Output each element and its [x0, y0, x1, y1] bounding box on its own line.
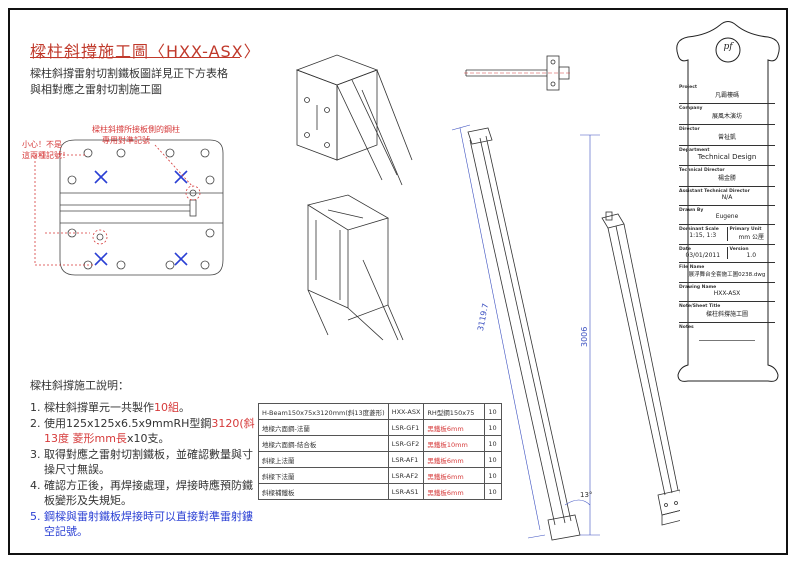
- table-row: 斜樑上法蘭 LSR-AF1 黑鐵板6mm 10: [258, 451, 503, 468]
- title-underline: [30, 57, 240, 58]
- title-block-scroll: [676, 21, 780, 382]
- iso-detail-top: [295, 54, 413, 186]
- beam-top-view: [464, 55, 572, 91]
- assistant-value: N/A: [721, 194, 733, 201]
- intro-line: 樑柱斜撐雷射切割鐵板圖詳見正下方表格: [30, 67, 228, 80]
- table-row: 地樑六面鋼-法蘭 LSR-GF1 黑鐵板6mm 10: [258, 419, 503, 436]
- director-value: 曾祉凱: [717, 134, 736, 141]
- drawing-frame: [8, 8, 788, 555]
- drawn-by-value: Eugene: [715, 213, 739, 220]
- department-value: Technical Design: [697, 153, 757, 161]
- warning-callout: 小心！不是 這兩種記號！: [22, 140, 70, 160]
- alignment-mark-callout: 樑柱斜撐所接板側的鋼柱 專用對準記號: [92, 125, 180, 145]
- date-value: 03/01/2011: [685, 252, 721, 259]
- note-item: 4.確認方正後，再焊接處理，焊接時應預防鐵板變形及失規矩。: [30, 479, 253, 507]
- note-item: 5.鋼樑與雷射鐵板焊接時可以直接對準雷射鏤空記號。: [30, 510, 253, 538]
- vert-length-dim: 3006: [580, 326, 589, 347]
- note-item: 3.取得對應之雷射切割鐵板，並確認數量與寸操尺寸無誤。: [30, 448, 253, 476]
- notes-heading: 樑柱斜撐施工說明：: [30, 379, 129, 392]
- drawing-title: 樑柱斜撐施工圖〈HXX-ASX〉: [30, 42, 261, 61]
- company-value: 展風木演坊: [711, 113, 742, 120]
- title-block: Project 凡霸樓碼 Company 展風木演坊 Director 曾祉凱 …: [679, 85, 775, 341]
- beam-isometric: [601, 211, 680, 526]
- tech-director-value: 楊金勝: [717, 175, 736, 182]
- table-row: 斜樑下法蘭 LSR-AF2 黑鐵板6mm 10: [258, 467, 503, 484]
- table-row: H-Beam150x75x3120mm(斜13度菱形) HXX-ASX RH型鋼…: [258, 403, 503, 420]
- parts-table: H-Beam150x75x3120mm(斜13度菱形) HXX-ASX RH型鋼…: [258, 403, 503, 500]
- intro-line: 與相對應之雷射切割施工圖: [30, 83, 162, 96]
- file-name-value: 展浮舞台全套施工圖0238.dwg: [688, 272, 766, 278]
- version-value: 1.0: [746, 252, 757, 259]
- drawing-name-value: HXX-ASX: [713, 290, 741, 297]
- table-row: 斜樑補鐵板 LSR-AS1 黑鐵板6mm 10: [258, 483, 503, 500]
- diagonal-beam-elevation: [451, 124, 600, 541]
- project-value: 凡霸樓碼: [714, 92, 739, 99]
- angle-dim: 13°: [580, 491, 593, 499]
- table-row: 地樑六面鋼-結合板 LSR-GF2 黑鐵板10mm 10: [258, 435, 503, 452]
- intro-text: 樑柱斜撐雷射切割鐵板圖詳見正下方表格 與相對應之雷射切割施工圖: [30, 66, 228, 98]
- note-item: 2.使用125x125x6.5x9mmRH型鋼3120(斜13度 菱形mm長x1…: [30, 417, 255, 445]
- sheet-title-value: 樑柱斜撐施工圖: [705, 311, 748, 318]
- company-logo: pf: [723, 42, 733, 52]
- note-item: 1.樑柱斜撐單元一共製作10組。: [30, 401, 190, 414]
- unit-value: mm 公厘: [738, 234, 765, 241]
- iso-detail-bottom: [306, 194, 404, 341]
- notes-list: 1.樑柱斜撐單元一共製作10組。 2.使用125x125x6.5x9mmRH型鋼…: [30, 400, 255, 540]
- plate-drawing: [34, 139, 224, 276]
- scale-value: 1:15, 1:3: [689, 232, 717, 239]
